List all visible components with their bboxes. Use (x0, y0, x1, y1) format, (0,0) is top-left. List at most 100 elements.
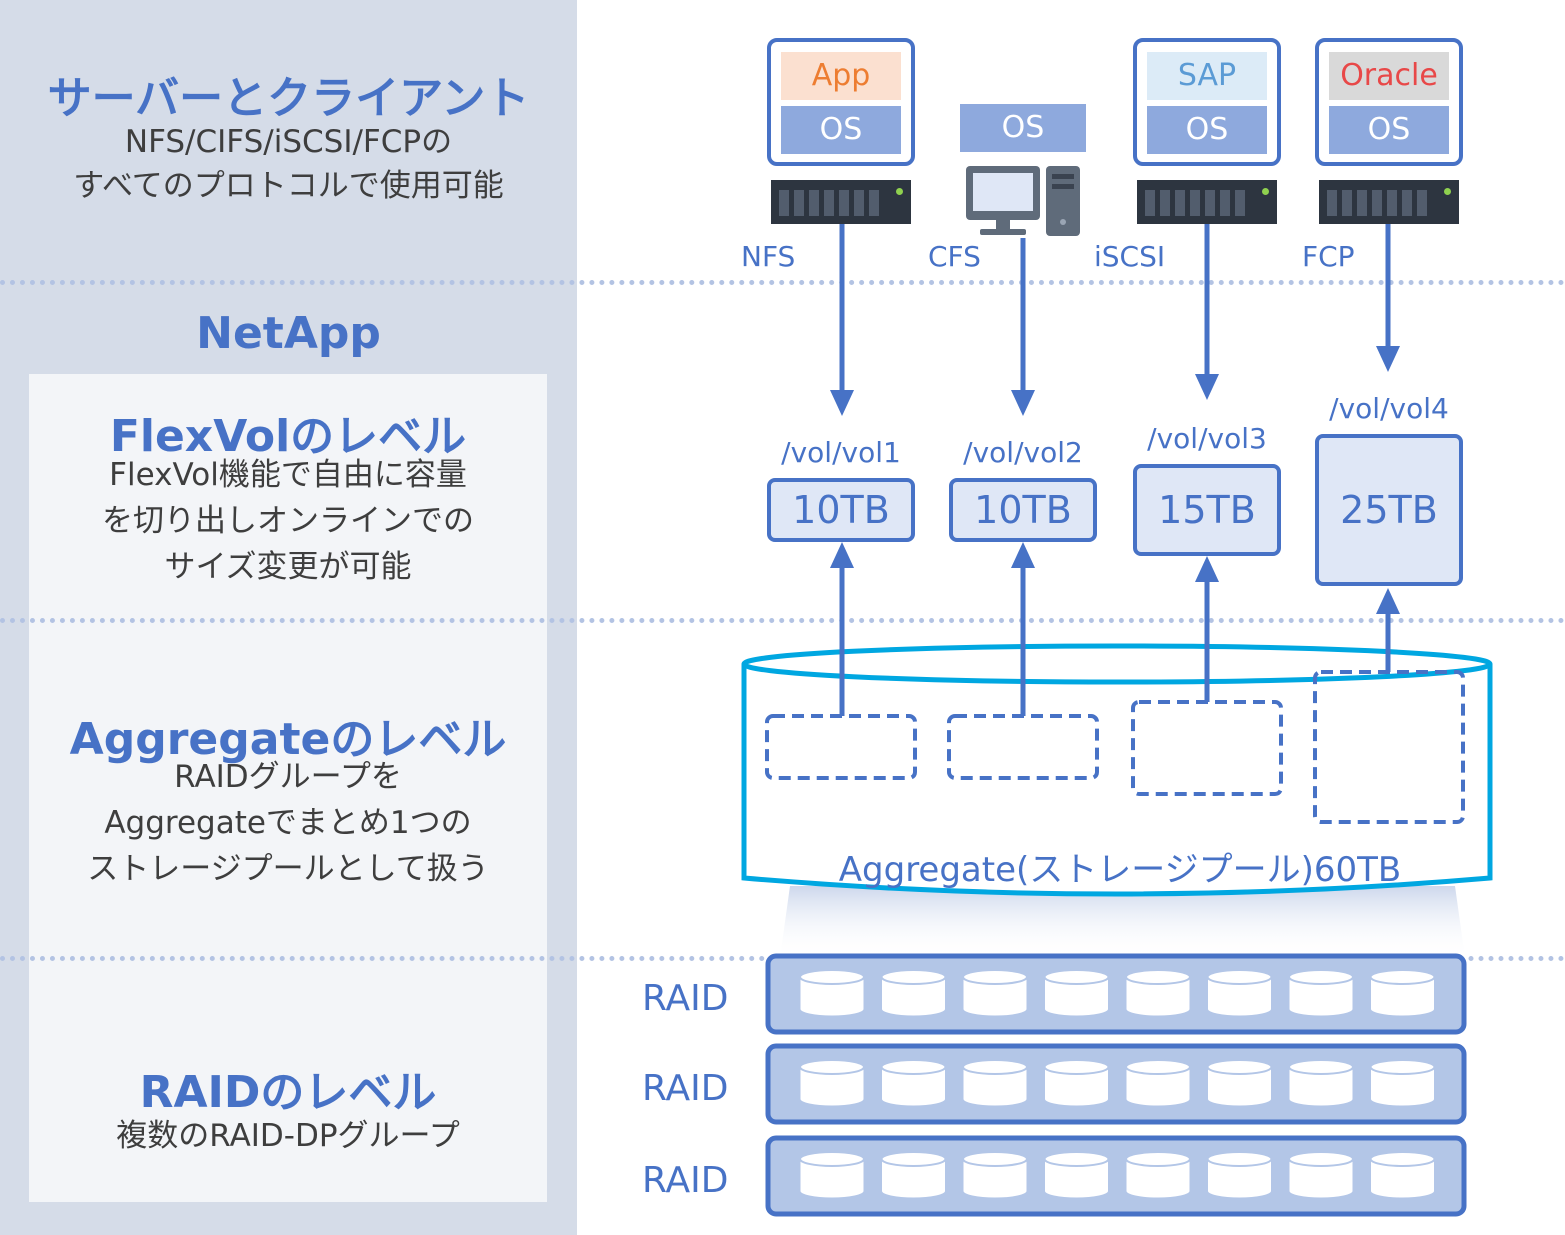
status-led (896, 188, 903, 195)
disk-top (1288, 1151, 1354, 1167)
rack-slot (1175, 190, 1185, 216)
disk-top (1125, 969, 1191, 985)
rack-slot (794, 190, 804, 216)
raid-group (765, 1135, 1467, 1217)
rack-slot (824, 190, 834, 216)
rack-slot (1235, 190, 1245, 216)
app-label: SAP (1147, 52, 1267, 100)
disk-top (1043, 969, 1110, 985)
rack-slot (809, 190, 819, 216)
disk-top (1369, 969, 1436, 985)
client-level-title: サーバーとクライアント (47, 73, 530, 124)
raid-group-label: RAID (642, 1068, 729, 1109)
arrow-up-vol2-head (1011, 542, 1035, 568)
rack-slot (869, 190, 879, 216)
server-sap: SAP OS (1133, 38, 1281, 166)
os-label: OS (781, 106, 901, 154)
rack-slot (839, 190, 849, 216)
protocol-label-fcp: FCP (1302, 240, 1355, 273)
status-led (1262, 188, 1269, 195)
volume-box: 25TB (1315, 434, 1463, 586)
disk-top (1288, 969, 1354, 985)
app-label: App (781, 52, 901, 100)
disk-top (1125, 1151, 1191, 1167)
app-label: Oracle (1329, 52, 1449, 100)
rack-slot (1342, 190, 1352, 216)
disk-top (880, 1151, 947, 1167)
aggregate-level-description: RAIDグループを Aggregateでまとめ1つの ストレージプールとして扱う (87, 759, 489, 887)
rack-slot (779, 190, 789, 216)
volume-path: /vol/vol4 (1329, 392, 1449, 425)
aggregate-pool-label: Aggregate(ストレージプール)60TB (838, 850, 1402, 890)
volume-path: /vol/vol3 (1147, 422, 1267, 455)
disk-top (962, 969, 1028, 985)
rack-slot (1357, 190, 1367, 216)
raid-group-label: RAID (642, 978, 729, 1019)
pool-glow (780, 886, 1465, 958)
arrow-up-vol1-head (830, 542, 854, 568)
disk-top (1206, 969, 1273, 985)
disk-top (880, 969, 947, 985)
protocol-label-cfs: CFS (928, 240, 981, 273)
level-divider (0, 280, 1565, 285)
raid-level-title: RAIDのレベル (139, 1067, 437, 1118)
volume-box: 15TB (1133, 464, 1281, 556)
disk-top (1125, 1059, 1191, 1075)
disk-top (962, 1151, 1028, 1167)
disk-top (799, 1151, 865, 1167)
disk-top (1369, 1059, 1436, 1075)
rack-slot (854, 190, 864, 216)
rack-slot (1145, 190, 1155, 216)
disk-top (1206, 1151, 1273, 1167)
server-app: App OS (767, 38, 915, 166)
pc-icon (966, 166, 1080, 236)
server-oracle: Oracle OS (1315, 38, 1463, 166)
rack-server-icon (1319, 180, 1459, 224)
rack-slot (1417, 190, 1427, 216)
rack-slot (1160, 190, 1170, 216)
raid-group-label: RAID (642, 1160, 729, 1201)
arrow-nfs-head (830, 390, 854, 416)
rack-slot (1387, 190, 1397, 216)
flexvol-level-title: FlexVolのレベル (109, 411, 467, 462)
status-led (1444, 188, 1451, 195)
rack-slot (1220, 190, 1230, 216)
rack-slot (1205, 190, 1215, 216)
level-divider (0, 618, 1565, 623)
arrow-cfs-head (1011, 390, 1035, 416)
os-label: OS (1329, 106, 1449, 154)
rack-server-icon (1137, 180, 1277, 224)
disk-top (1288, 1059, 1354, 1075)
rack-server-icon (771, 180, 911, 224)
arrow-up-vol3-head (1195, 556, 1219, 582)
protocol-label-nfs: NFS (741, 240, 796, 273)
pc-os-label: OS (960, 104, 1086, 152)
rack-slot (1372, 190, 1382, 216)
os-label: OS (1147, 106, 1267, 154)
client-level-description: NFS/CIFS/iSCSI/FCPの すべてのプロトコルで使用可能 (73, 124, 504, 204)
disk-top (799, 969, 865, 985)
arrow-fcp-head (1376, 346, 1400, 372)
volume-box: 10TB (949, 478, 1097, 542)
disk-top (880, 1059, 947, 1075)
flexvol-level-description: FlexVol機能で自由に容量 を切り出しオンラインでの サイズ変更が可能 (102, 457, 474, 585)
disk-top (962, 1059, 1028, 1075)
disk-top (1043, 1151, 1110, 1167)
disk-top (799, 1059, 865, 1075)
volume-path: /vol/vol1 (781, 436, 901, 469)
arrow-up-vol4-head (1376, 588, 1400, 614)
protocol-label-iscsi: iSCSI (1094, 240, 1166, 273)
volume-path: /vol/vol2 (963, 436, 1083, 469)
disk-top (1369, 1151, 1436, 1167)
raid-level-description: 複数のRAID-DPグループ (116, 1118, 460, 1154)
raid-group (765, 953, 1467, 1035)
netapp-title: NetApp (196, 308, 381, 359)
aggregate-level-title: Aggregateのレベル (69, 714, 507, 765)
netapp-panel (29, 374, 547, 1202)
raid-group (765, 1043, 1467, 1125)
disk-top (1206, 1059, 1273, 1075)
arrow-iscsi-head (1195, 374, 1219, 400)
disk-top (1043, 1059, 1110, 1075)
volume-box: 10TB (767, 478, 915, 542)
